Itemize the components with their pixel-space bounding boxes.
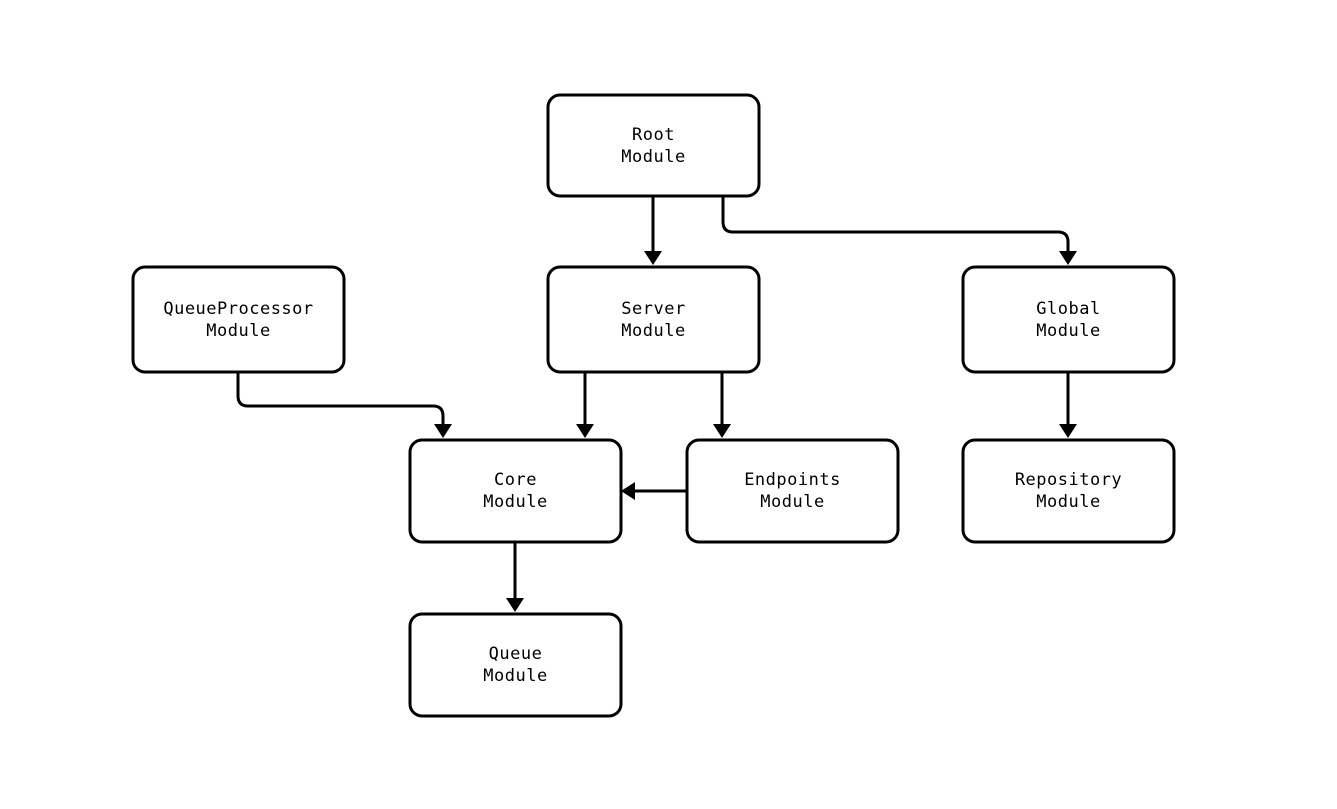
endpoints-module-box[interactable]: [685, 438, 900, 544]
root-module-box[interactable]: [546, 93, 761, 198]
edge-server-to-core: [576, 372, 594, 438]
edge-core-to-queue-arrowhead-icon: [506, 598, 524, 612]
edge-root-to-global-line: [721, 196, 1070, 253]
global-module-box[interactable]: [961, 265, 1176, 374]
repository-module-box[interactable]: [961, 438, 1176, 544]
edge-root-to-global: [721, 196, 1077, 265]
edge-core-to-queue: [506, 542, 524, 612]
edges-layer: [236, 196, 1077, 612]
edge-root-to-server-arrowhead-icon: [644, 251, 662, 265]
edge-endpoints-to-core-arrowhead-icon: [621, 482, 635, 500]
edge-queueprocessor-to-core: [236, 372, 452, 438]
core-module-box[interactable]: [408, 438, 623, 544]
edge-queueprocessor-to-core-arrowhead-icon: [434, 424, 452, 438]
edge-global-to-repository-arrowhead-icon: [1059, 424, 1077, 438]
edge-server-to-endpoints: [713, 372, 731, 438]
edge-endpoints-to-core: [621, 482, 687, 500]
edge-root-to-global-arrowhead-icon: [1059, 251, 1077, 265]
nodes-layer: [131, 93, 1176, 718]
edge-root-to-server: [644, 196, 662, 265]
queueprocessor-module-box[interactable]: [131, 265, 346, 374]
queue-module-box[interactable]: [408, 612, 623, 718]
edge-server-to-core-arrowhead-icon: [576, 424, 594, 438]
edge-server-to-endpoints-arrowhead-icon: [713, 424, 731, 438]
server-module-box[interactable]: [546, 265, 761, 374]
edge-queueprocessor-to-core-line: [236, 372, 445, 427]
edge-global-to-repository: [1059, 372, 1077, 438]
